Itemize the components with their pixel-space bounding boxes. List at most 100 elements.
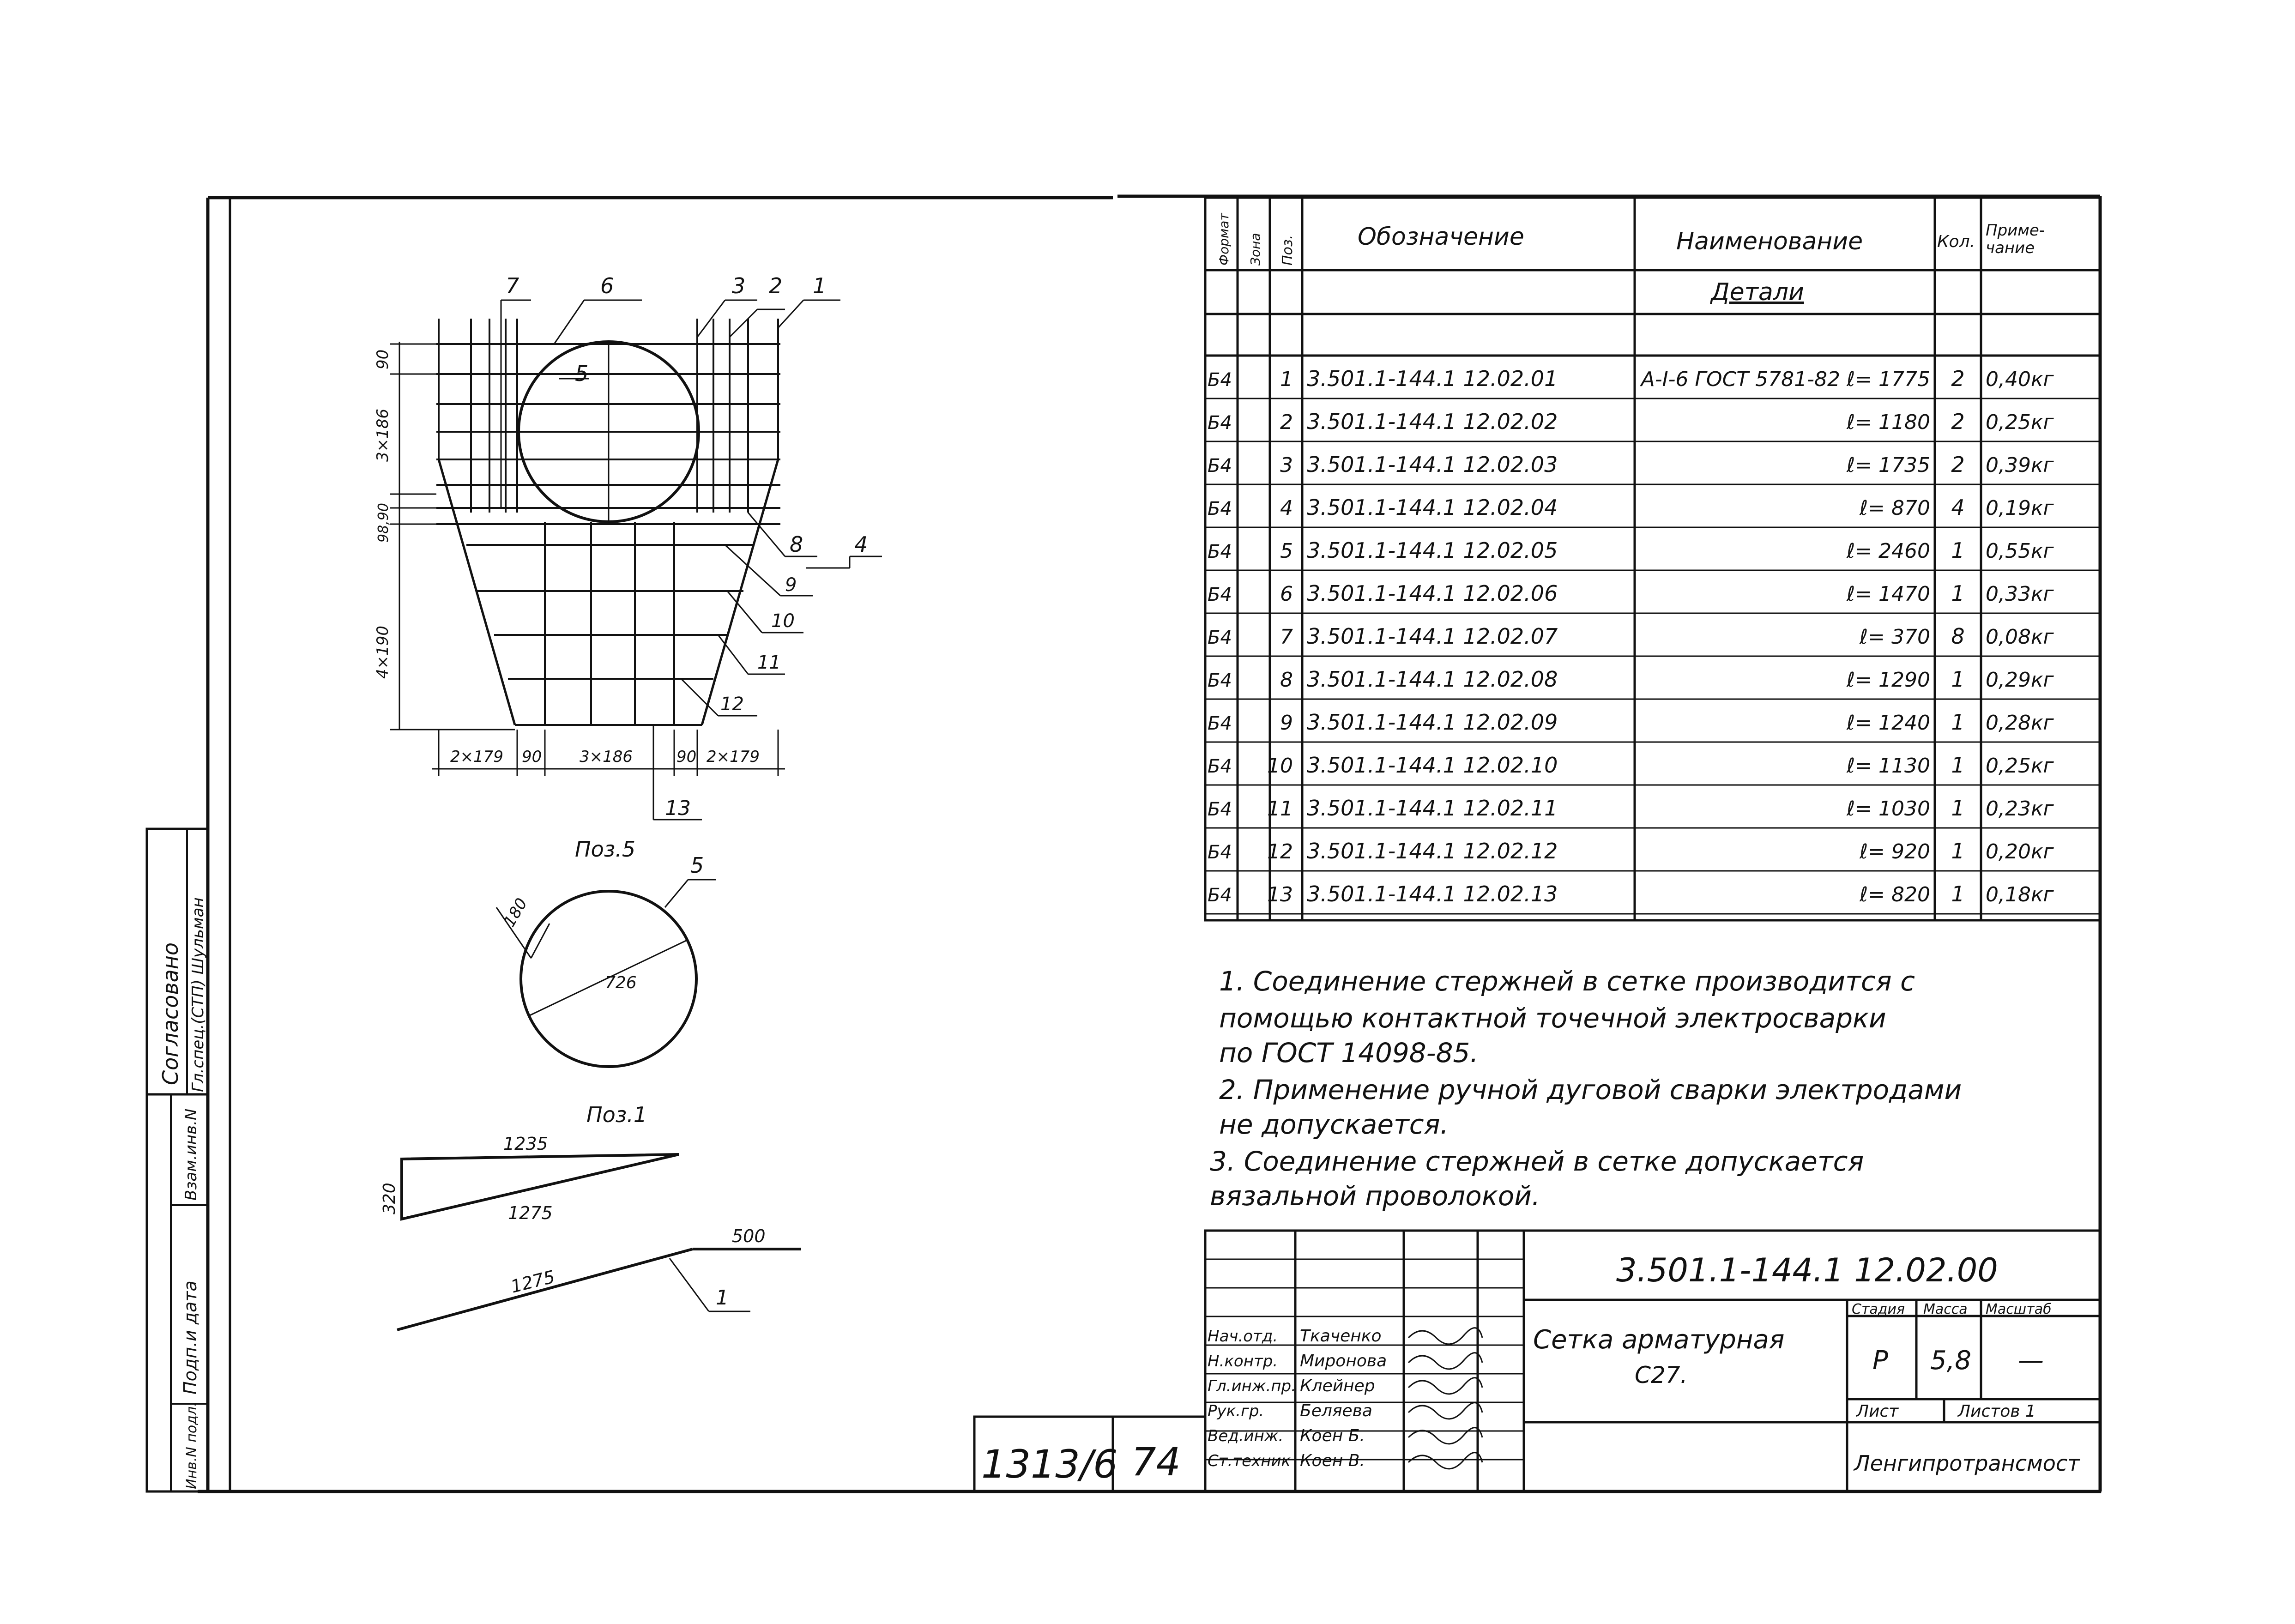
- spec-cell-qty: 4: [1951, 495, 1964, 520]
- pos5-title: Поз.5: [575, 837, 635, 862]
- dim-b2: 90: [522, 748, 542, 766]
- spec-cell-name: ℓ= 1290: [1846, 668, 1930, 692]
- spec-cell-fmt: Б4: [1208, 584, 1232, 605]
- hdr-format: Формат: [1216, 213, 1232, 266]
- spec-cell-qty: 1: [1951, 881, 1964, 906]
- spec-cell-qty: 2: [1951, 409, 1964, 434]
- spec-cell-note: 0,25кг: [1986, 754, 2054, 778]
- tb-person-name: Ткаченко: [1300, 1327, 1382, 1346]
- spec-cell-qty: 2: [1951, 366, 1964, 391]
- spec-cell-designation: 3.501.1-144.1 12.02.02: [1307, 409, 1558, 434]
- title-line1: Сетка арматурная: [1533, 1325, 1784, 1355]
- callout-9: 9: [785, 574, 797, 596]
- spec-cell-pos: 3: [1280, 453, 1293, 477]
- spec-cell-name: ℓ= 1180: [1846, 411, 1930, 434]
- pos1-top: 1235: [503, 1134, 548, 1154]
- tb-person-name: Миронова: [1300, 1352, 1387, 1370]
- spec-cell-name: ℓ= 1030: [1846, 797, 1930, 821]
- sheet-label: Лист: [1855, 1402, 1899, 1421]
- spec-cell-fmt: Б4: [1208, 799, 1232, 820]
- spec-cell-note: 0,25кг: [1986, 411, 2054, 434]
- spec-cell-designation: 3.501.1-144.1 12.02.10: [1307, 753, 1558, 778]
- spec-cell-designation: 3.501.1-144.1 12.02.03: [1307, 452, 1558, 477]
- bar-detail: 1275 500 1: [397, 1226, 801, 1331]
- note-line: 3. Соединение стержней в сетке допускает…: [1210, 1146, 1864, 1177]
- spec-table: Формат Зона Поз. Обозначение Наименовани…: [1204, 196, 2102, 922]
- tb-person-name: Коен Б.: [1300, 1426, 1365, 1445]
- tb-role: Нач.отд.: [1208, 1327, 1278, 1346]
- tb-signature: [1407, 1377, 1483, 1395]
- hdr-note: Приме-чание: [1986, 221, 2045, 257]
- tb-signature: [1407, 1427, 1483, 1445]
- spec-cell-pos: 4: [1280, 496, 1293, 520]
- hdr-zone: Зона: [1248, 233, 1263, 266]
- dim-b3: 3×186: [580, 748, 633, 766]
- title-line2: С27.: [1635, 1362, 1687, 1389]
- note-line: 1. Соединение стержней в сетке производи…: [1219, 966, 1915, 997]
- dim-b4: 90: [676, 748, 696, 766]
- tb-signature: [1407, 1327, 1483, 1345]
- pos1-title: Поз.1: [586, 1102, 647, 1127]
- dim-lower: 4×190: [374, 626, 392, 679]
- spec-cell-note: 0,39кг: [1986, 453, 2054, 477]
- tb-role: Н.контр.: [1208, 1352, 1278, 1370]
- spec-cell-name: ℓ= 820: [1859, 883, 1930, 906]
- spec-cell-fmt: Б4: [1208, 498, 1232, 519]
- spec-cell-fmt: Б4: [1208, 670, 1232, 691]
- spec-cell-note: 0,40кг: [1986, 368, 2054, 391]
- spec-cell-name: ℓ= 1735: [1846, 453, 1930, 477]
- spec-cell-designation: 3.501.1-144.1 12.02.06: [1307, 581, 1558, 606]
- tb-person-name: Коен В.: [1300, 1451, 1365, 1470]
- spec-cell-qty: 1: [1951, 538, 1964, 563]
- spec-cell-note: 0,23кг: [1986, 797, 2054, 821]
- pos5-dim-180: 180: [500, 895, 531, 930]
- spec-cell-fmt: Б4: [1208, 369, 1232, 391]
- tb-role: Ст.техник: [1208, 1452, 1291, 1470]
- spec-cell-designation: 3.501.1-144.1 12.02.12: [1307, 839, 1558, 863]
- mass-value: 5,8: [1930, 1346, 1971, 1376]
- dim-b5: 2×179: [707, 748, 760, 766]
- spec-cell-designation: 3.501.1-144.1 12.02.09: [1307, 710, 1558, 735]
- side-agreed-by: Гл.спец.(СТП) Шульман: [189, 897, 207, 1092]
- spec-cell-qty: 1: [1951, 796, 1964, 821]
- note-line: помощью контактной точечной электросварк…: [1219, 1002, 1886, 1034]
- spec-cell-designation: 3.501.1-144.1 12.02.11: [1307, 796, 1558, 821]
- spec-cell-pos: 13: [1267, 883, 1293, 906]
- spec-cell-designation: 3.501.1-144.1 12.02.05: [1307, 538, 1558, 563]
- hdr-qty: Кол.: [1937, 232, 1975, 251]
- spec-cell-note: 0,19кг: [1986, 496, 2054, 520]
- side-replace-inv: Взам.инв.N: [182, 1109, 200, 1201]
- spec-cell-name: ℓ= 2460: [1846, 539, 1930, 563]
- callout-2: 2: [769, 273, 782, 298]
- callout-7: 7: [506, 273, 519, 298]
- side-agreed: Согласовано: [158, 942, 183, 1085]
- dim-b1: 2×179: [450, 748, 503, 766]
- spec-cell-qty: 8: [1951, 624, 1964, 649]
- callout-10: 10: [771, 610, 795, 632]
- callout-8: 8: [790, 532, 803, 557]
- stamp: 1313/6 74: [973, 1415, 1207, 1493]
- tb-person-name: Беляева: [1300, 1401, 1372, 1420]
- callout-5: 5: [575, 361, 588, 386]
- spec-cell-designation: 3.501.1-144.1 12.02.07: [1307, 624, 1558, 649]
- spec-cell-note: 0,55кг: [1986, 539, 2054, 563]
- spec-cell-pos: 10: [1267, 754, 1293, 778]
- mass-label: Масса: [1923, 1301, 1968, 1317]
- callout-6: 6: [600, 273, 614, 298]
- tb-role: Вед.инж.: [1208, 1427, 1283, 1445]
- pos5-callout: 5: [690, 853, 704, 878]
- spec-cell-note: 0,18кг: [1986, 883, 2054, 906]
- spec-cell-name: ℓ= 370: [1859, 625, 1930, 649]
- side-orig-inv: Инв.N подл.: [184, 1402, 200, 1489]
- hdr-name: Наименование: [1676, 228, 1863, 255]
- scale-value: —: [2018, 1346, 2044, 1376]
- callout-1: 1: [813, 273, 826, 298]
- spec-cell-designation: 3.501.1-144.1 12.02.08: [1307, 667, 1558, 692]
- spec-cell-qty: 1: [1951, 839, 1964, 863]
- spec-cell-pos: 9: [1280, 711, 1293, 735]
- spec-cell-fmt: Б4: [1208, 412, 1232, 434]
- org-name: Ленгипротрансмост: [1853, 1451, 2080, 1476]
- stamp-page: 74: [1131, 1439, 1181, 1485]
- callout-12: 12: [720, 694, 744, 715]
